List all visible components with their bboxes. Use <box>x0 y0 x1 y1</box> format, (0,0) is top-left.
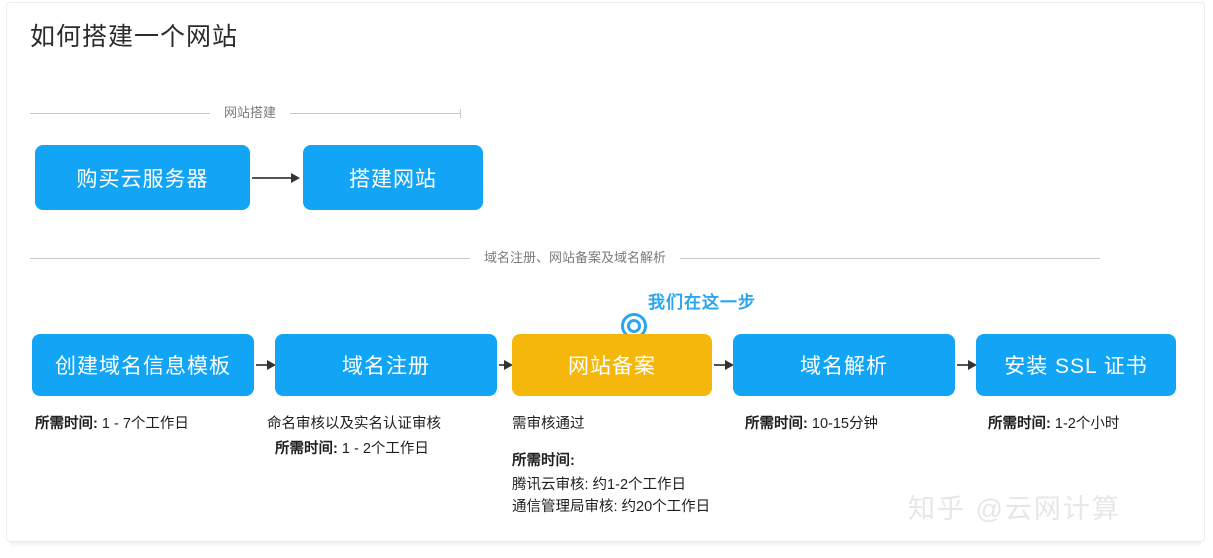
flow-arrow <box>256 360 276 370</box>
caption-time-label: 所需时间: <box>512 453 575 469</box>
flow-node-website-filing-current[interactable]: 网站备案 <box>512 334 712 396</box>
arrow-shaft <box>252 177 292 179</box>
flow-node-buy-cloud-server[interactable]: 购买云服务器 <box>35 145 250 210</box>
caption-time-row: 所需时间: 10-15分钟 <box>745 412 878 437</box>
flow-node-label: 安装 SSL 证书 <box>1004 355 1148 378</box>
section-label: 网站搭建 <box>224 105 277 120</box>
content-card <box>6 2 1205 542</box>
caption-time-label: 所需时间: <box>988 416 1051 432</box>
flow-node-label: 网站备案 <box>568 355 656 378</box>
flow-node-create-domain-template[interactable]: 创建域名信息模板 <box>32 334 254 396</box>
arrow-shaft <box>957 364 969 366</box>
flow-node-label: 域名解析 <box>800 355 888 378</box>
arrow-shaft <box>256 364 268 366</box>
caption-time-label: 所需时间: <box>35 416 98 432</box>
arrow-shaft <box>714 364 726 366</box>
section-label: 域名注册、网站备案及域名解析 <box>484 250 667 265</box>
divider-rule-right <box>680 257 1101 259</box>
flow-node-domain-registration[interactable]: 域名注册 <box>275 334 497 396</box>
step-caption: 所需时间: 10-15分钟 <box>745 412 878 437</box>
page-title: 如何搭建一个网站 <box>30 23 239 51</box>
caption-spacer <box>512 437 710 449</box>
card-shadow <box>10 542 1201 547</box>
arrow-head-icon <box>291 173 300 183</box>
divider-rule-right <box>290 112 461 114</box>
flow-arrow <box>499 360 513 370</box>
caption-time-value: 1 - 7个工作日 <box>101 416 189 432</box>
divider-rule-left <box>30 257 470 259</box>
caption-time-row: 所需时间: 1-2个小时 <box>988 412 1119 437</box>
caption-time-value: 1 - 2个工作日 <box>341 441 429 457</box>
flow-arrow <box>714 360 734 370</box>
caption-time-label: 所需时间: <box>745 416 808 432</box>
flow-node-build-website[interactable]: 搭建网站 <box>303 145 483 210</box>
arrow-head-icon <box>267 360 276 370</box>
caption-time-label: 所需时间: <box>275 441 338 457</box>
step-caption: 命名审核以及实名认证审核 所需时间: 1 - 2个工作日 <box>267 412 441 462</box>
caption-time-detail-authority: 通信管理局审核: 约20个工作日 <box>512 499 711 515</box>
flow-node-label: 购买云服务器 <box>76 167 209 191</box>
arrow-head-icon <box>725 360 734 370</box>
caption-time-value: 10-15分钟 <box>811 416 878 432</box>
section-divider-website-build: 网站搭建 <box>30 105 485 121</box>
watermark: 知乎 @云网计算 <box>908 494 1121 524</box>
flow-node-domain-resolution[interactable]: 域名解析 <box>733 334 955 396</box>
caption-time-detail-tencent: 腾讯云审核: 约1-2个工作日 <box>512 477 687 493</box>
caption-note: 命名审核以及实名认证审核 <box>267 416 441 432</box>
divider-endcap <box>460 108 462 118</box>
flow-node-label: 创建域名信息模板 <box>55 355 231 378</box>
section-divider-domain-filing: 域名注册、网站备案及域名解析 <box>30 250 1185 266</box>
step-caption: 所需时间: 1 - 7个工作日 <box>35 412 189 437</box>
arrow-head-icon <box>968 360 977 370</box>
flow-arrow <box>957 360 977 370</box>
current-step-callout-label: 我们在这一步 <box>648 293 756 312</box>
step-caption: 所需时间: 1-2个小时 <box>988 412 1119 437</box>
caption-time-value: 1-2个小时 <box>1054 416 1120 432</box>
flow-arrow <box>252 173 300 183</box>
flow-node-install-ssl-certificate[interactable]: 安装 SSL 证书 <box>976 334 1176 396</box>
caption-time-row: 所需时间: 1 - 2个工作日 <box>267 437 441 462</box>
caption-time-row: 所需时间: 1 - 7个工作日 <box>35 412 189 437</box>
arrow-shaft <box>499 364 505 366</box>
flow-node-label: 域名注册 <box>342 355 430 378</box>
caption-note: 需审核通过 <box>512 416 585 432</box>
step-caption: 需审核通过 所需时间: 腾讯云审核: 约1-2个工作日 通信管理局审核: 约20… <box>512 412 710 518</box>
arrow-head-icon <box>504 360 513 370</box>
flow-node-label: 搭建网站 <box>349 167 437 191</box>
divider-rule-left <box>30 112 210 114</box>
